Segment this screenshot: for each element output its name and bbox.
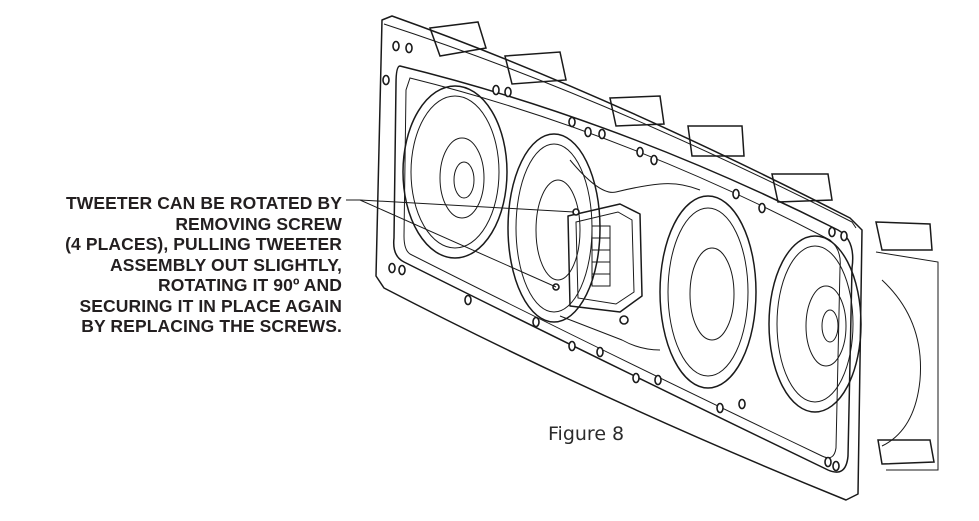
- grille-panel: [392, 65, 854, 473]
- speaker-frame-outline: [375, 15, 863, 501]
- callout-leader-lines: [346, 199, 575, 288]
- mounting-holes: [382, 40, 848, 472]
- callout-line: SECURING IT IN PLACE AGAIN: [79, 295, 342, 316]
- woofer-4: [768, 235, 862, 413]
- callout-line: ASSEMBLY OUT SLIGHTLY,: [109, 254, 342, 275]
- callout-line: ROTATING IT 90º AND: [158, 275, 342, 295]
- callout-line: BY REPLACING THE SCREWS.: [81, 316, 342, 336]
- figure-caption: Figure 8: [548, 423, 625, 445]
- tweeter-assembly: [552, 203, 643, 325]
- woofer-1: [402, 85, 508, 259]
- callout-line: (4 PLACES), PULLING TWEETER: [65, 234, 342, 254]
- tweeter-rotation-callout: TWEETER CAN BE ROTATED BY REMOVING SCREW…: [30, 193, 342, 337]
- callout-line: REMOVING SCREW: [175, 213, 342, 234]
- callout-line: TWEETER CAN BE ROTATED BY: [65, 193, 342, 213]
- woofer-3: [659, 195, 757, 389]
- woofer-2: [507, 133, 601, 323]
- mounting-clips: [428, 21, 939, 471]
